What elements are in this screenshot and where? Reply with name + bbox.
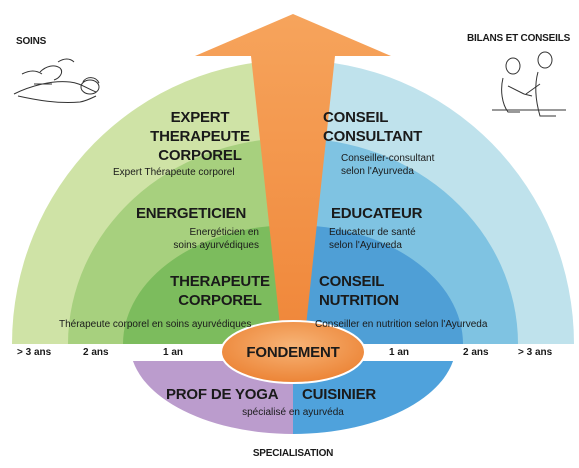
conseil-consultant-title-line2: CONSULTANT [323,128,423,145]
years-right-middle: 2 ans [463,347,489,358]
expert-therapeute-title-line3: CORPOREL [158,147,242,164]
growth-arrow [195,14,391,335]
years-right-inner: 1 an [389,347,410,358]
consultation-illustration-icon [492,51,566,117]
educateur-subtitle-line2: selon l'Ayurveda [329,240,402,251]
expert-therapeute-title: EXPERT THERAPEUTE CORPOREL [130,108,270,165]
prof-de-yoga-label: PROF DE YOGA [166,386,279,403]
conseil-consultant-title-line1: CONSEIL [323,109,389,126]
years-right-outer: > 3 ans [518,347,553,358]
conseil-consultant-subtitle-line2: selon l'Ayurveda [341,166,414,177]
therapeute-corporel-subtitle: Thérapeute corporel en soins ayurvédique… [59,319,252,330]
years-left-middle: 2 ans [83,347,109,358]
years-left-outer: > 3 ans [17,347,52,358]
conseil-consultant-subtitle-line1: Conseiller-consultant [341,153,435,164]
educateur-title: EDUCATEUR [331,205,423,222]
expert-therapeute-subtitle: Expert Thérapeute corporel [113,167,235,178]
energeticien-subtitle-line1: Energéticien en [189,227,260,238]
soins-label: SOINS [16,36,47,47]
energeticien-subtitle: Energéticien en soins ayurvédiques [165,226,259,252]
massage-illustration-icon [13,58,100,103]
educateur-subtitle-line1: Educateur de santé [329,227,416,238]
conseil-consultant-title: CONSEIL CONSULTANT [323,108,422,146]
specialisation-footer: SPECIALISATION [252,448,334,459]
conseil-nutrition-subtitle: Conseiller en nutrition selon l'Ayurveda [315,319,488,330]
cuisinier-label: CUISINIER [302,386,377,403]
right-inner-ring [293,225,463,344]
fondement-oval [220,320,366,384]
conseil-consultant-subtitle: Conseiller-consultant selon l'Ayurveda [341,152,434,178]
energeticien-subtitle-line2: soins ayurvédiques [173,240,259,251]
therapeute-corporel-title-line2: CORPOREL [178,292,262,309]
years-left-inner: 1 an [163,347,184,358]
bilans-conseils-label: BILANS ET CONSEILS [467,33,571,44]
specialisation-subtitle: spécialisé en ayurvéda [242,407,344,418]
therapeute-corporel-title: THERAPEUTE CORPOREL [150,272,290,310]
expert-therapeute-title-line2: THERAPEUTE [150,128,250,145]
therapeute-corporel-title-line1: THERAPEUTE [170,273,270,290]
conseil-nutrition-title-line2: NUTRITION [319,292,399,309]
energeticien-title: ENERGETICIEN [136,205,247,222]
educateur-subtitle: Educateur de santé selon l'Ayurveda [329,226,416,252]
conseil-nutrition-title-line1: CONSEIL [319,273,385,290]
fondement-label: FONDEMENT [246,344,340,361]
expert-therapeute-title-line1: EXPERT [170,109,230,126]
left-inner-ring [123,225,293,344]
conseil-nutrition-title: CONSEIL NUTRITION [319,272,399,310]
